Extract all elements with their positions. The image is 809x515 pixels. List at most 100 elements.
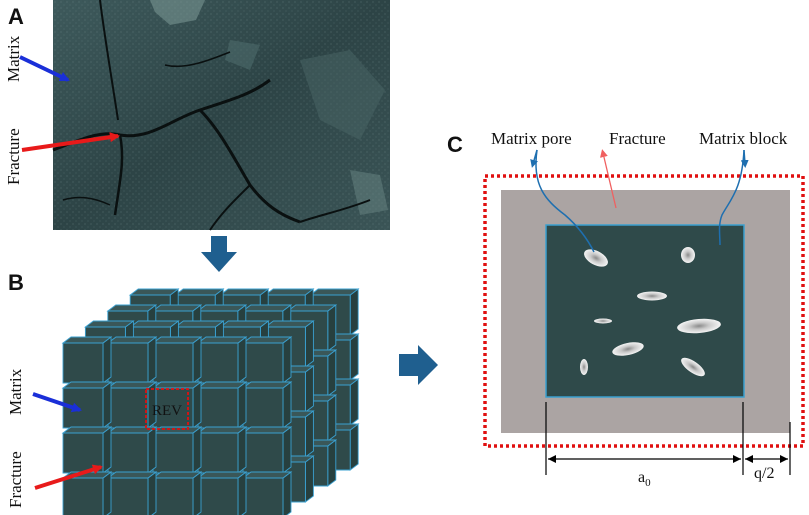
cube-top-face <box>174 320 225 328</box>
cube-side-face <box>282 471 292 515</box>
cube-top-face <box>106 381 158 389</box>
cube-top-face <box>129 320 180 328</box>
cube-top-face <box>173 288 225 296</box>
cube-side-face <box>327 349 337 397</box>
cube-front-face <box>197 387 239 429</box>
cube-side-face <box>349 333 359 381</box>
cube-side-face <box>102 426 112 474</box>
cube-top-face <box>241 426 293 434</box>
cube-front-face <box>152 342 194 384</box>
cube-side-face <box>304 320 314 368</box>
cube-top-face <box>151 381 203 389</box>
matrix-pore-label: Matrix pore <box>491 129 572 148</box>
cube-top-face <box>151 426 203 434</box>
cube-top-face <box>151 471 203 479</box>
b-matrix-pointer-arrow <box>32 392 82 413</box>
cube-top-face <box>308 288 360 296</box>
cube-top-face <box>241 471 293 479</box>
cube-side-face <box>304 410 314 458</box>
cube-front-face <box>242 387 284 429</box>
rev-dashed-boundary <box>483 174 805 448</box>
cube-front-face <box>242 342 284 384</box>
rev-box <box>145 388 189 430</box>
cube-side-face <box>237 471 247 515</box>
cube-top-face <box>263 288 315 296</box>
cube-front-face <box>197 432 239 474</box>
cube-side-face <box>147 426 157 474</box>
cube-side-face <box>282 336 292 384</box>
cube-top-face <box>196 381 248 389</box>
b-fracture-pointer-arrow <box>34 464 103 490</box>
cube-top-face <box>151 304 203 312</box>
cube-top-face <box>128 288 180 296</box>
rev-label: REV <box>152 403 182 419</box>
cube-front-face <box>242 477 284 515</box>
cube-front-face <box>152 432 194 474</box>
cube-side-face <box>349 288 359 336</box>
cube-front-face <box>107 477 149 515</box>
cube-top-face <box>106 471 158 479</box>
down-flow-arrow <box>201 236 237 272</box>
cube-top-face <box>196 426 248 434</box>
matrix-pore-leader <box>535 149 595 253</box>
cube-front-face <box>197 477 239 515</box>
panel-c-label: C <box>447 132 463 157</box>
cube-side-face <box>102 336 112 384</box>
cube-front-face <box>107 432 149 474</box>
cube-side-face <box>282 426 292 474</box>
cube-side-face <box>237 336 247 384</box>
cube-top-face <box>286 304 338 312</box>
cube-top-face <box>106 336 158 344</box>
cube-side-face <box>327 304 337 352</box>
matrix-block-arrowhead <box>740 149 749 168</box>
cube-top-face <box>264 320 315 328</box>
cube-side-face <box>192 381 202 429</box>
fracture-pointer-arrow <box>21 132 120 152</box>
cube-front-face <box>242 432 284 474</box>
cube-front-face <box>62 477 104 515</box>
cube-side-face <box>147 471 157 515</box>
cube-side-face <box>237 381 247 429</box>
matrix-pore-arrowhead <box>530 149 538 168</box>
cube-side-face <box>304 455 314 503</box>
cube-top-face <box>61 381 113 389</box>
panel-b-label: B <box>8 270 24 295</box>
cube-side-face <box>192 336 202 384</box>
cube-side-face <box>192 471 202 515</box>
matrix-block-leader <box>718 149 745 246</box>
cube-top-face <box>241 304 293 312</box>
cube-top-face <box>241 336 293 344</box>
matrix-pointer-arrow <box>19 55 70 82</box>
cube-side-face <box>147 336 157 384</box>
cube-top-face <box>84 320 135 328</box>
cube-side-face <box>304 365 314 413</box>
cube-side-face <box>102 381 112 429</box>
cube-front-face <box>107 342 149 384</box>
cube-top-face <box>196 471 248 479</box>
matrix-block <box>545 224 745 398</box>
cube-side-face <box>349 423 359 471</box>
cube-top-face <box>61 336 113 344</box>
cube-top-face <box>241 381 293 389</box>
cube-top-face <box>218 288 270 296</box>
cube-side-face <box>282 381 292 429</box>
cube-front-face <box>197 342 239 384</box>
cube-top-face <box>219 320 270 328</box>
right-flow-arrow <box>399 345 438 385</box>
panel-a-label: A <box>8 4 24 29</box>
rock-photo <box>52 0 390 231</box>
cube-lattice <box>61 288 360 515</box>
cube-top-face <box>196 304 248 312</box>
cube-top-face <box>106 426 158 434</box>
cube-side-face <box>102 471 112 515</box>
cube-top-face <box>106 304 158 312</box>
matrix-block-label: Matrix block <box>699 129 788 148</box>
cube-side-face <box>349 378 359 426</box>
cube-side-face <box>327 439 337 487</box>
cube-front-face <box>152 477 194 515</box>
fracture-leader <box>600 149 617 209</box>
dimension-lines <box>545 402 791 475</box>
fracture-label: Fracture <box>609 129 666 148</box>
cube-top-face <box>61 426 113 434</box>
